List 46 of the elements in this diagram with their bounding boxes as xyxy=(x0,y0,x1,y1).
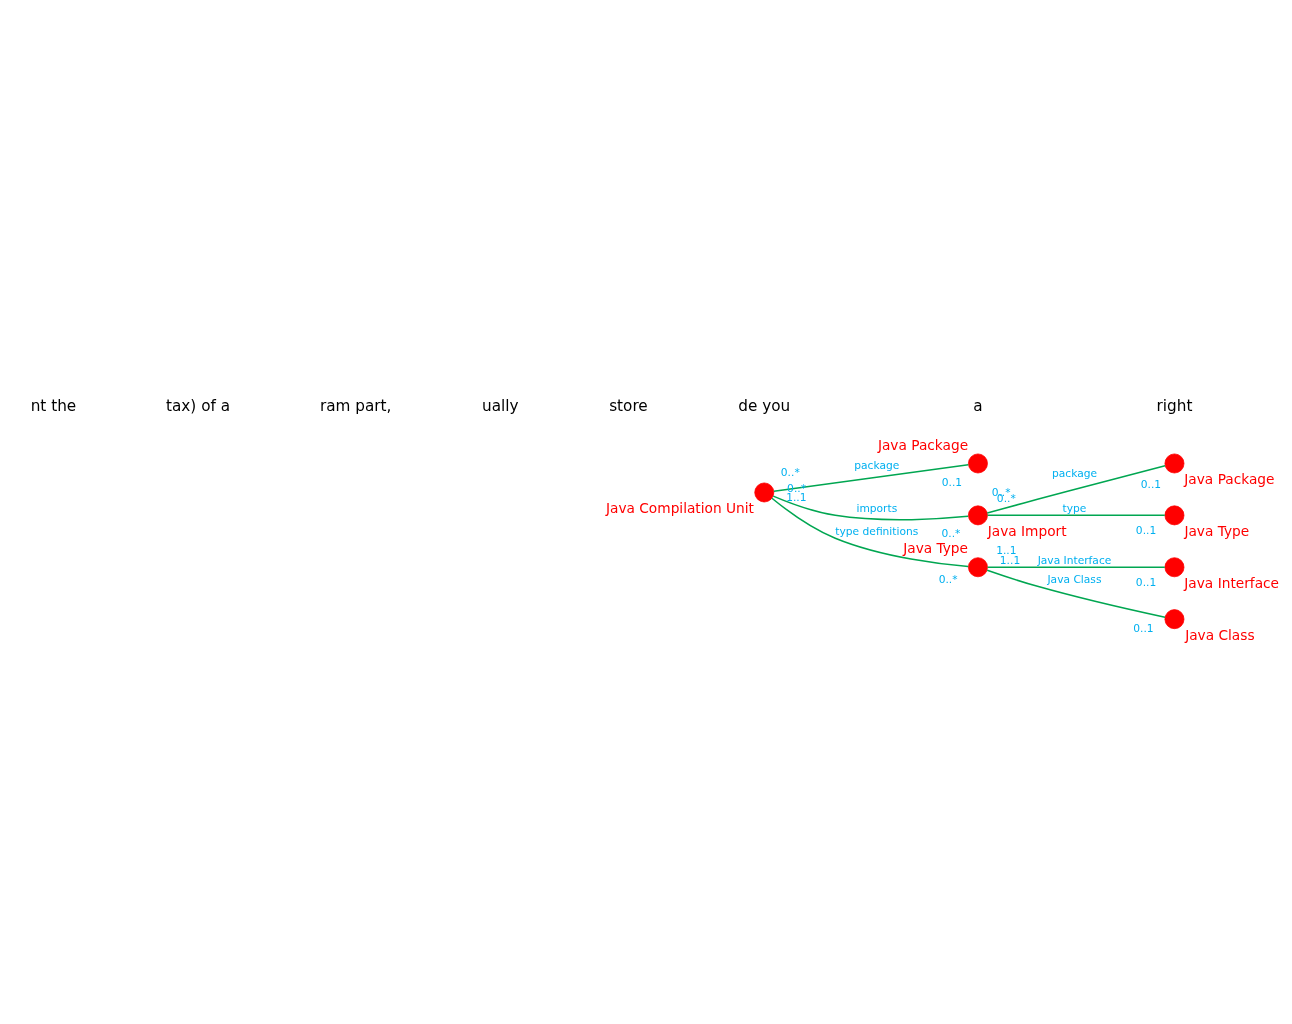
node-circle xyxy=(1164,608,1185,629)
node-label: Java Type xyxy=(903,539,969,556)
label: 0..1 xyxy=(1133,621,1154,635)
node-circle xyxy=(1164,556,1185,577)
node-circle xyxy=(1164,504,1185,525)
node-label: Java Package xyxy=(877,436,969,453)
label: tax) of a xyxy=(166,396,231,415)
node-label: Java Interface xyxy=(1184,574,1280,591)
node-circle xyxy=(1164,453,1185,473)
node-label: Java Compilation Unit xyxy=(605,499,754,516)
edge-label: package xyxy=(1051,466,1098,480)
node-label: Java Class xyxy=(1185,626,1255,643)
label: store xyxy=(609,396,648,415)
label: right xyxy=(1156,396,1193,415)
label: 0..1 xyxy=(941,475,963,489)
node-label: Java Package xyxy=(1184,470,1275,487)
label: nt the xyxy=(30,396,77,415)
connector xyxy=(773,463,970,492)
connector xyxy=(772,494,969,521)
edge-label: package xyxy=(854,458,900,472)
label: ram part, xyxy=(319,396,392,415)
label: 0..1 xyxy=(1140,477,1162,491)
connector xyxy=(986,566,1166,568)
node-circle xyxy=(968,453,988,473)
edge-label: type xyxy=(1062,501,1087,515)
node-circle xyxy=(754,482,775,502)
node-label: Java Type xyxy=(1184,522,1250,539)
label: 0..* xyxy=(780,465,800,479)
label: 0..1 xyxy=(1135,575,1157,589)
label: de you xyxy=(738,396,791,415)
edge-label: imports xyxy=(856,501,898,515)
node-circle xyxy=(968,556,988,577)
connector xyxy=(986,569,1166,618)
label: ually xyxy=(481,396,519,415)
node-label: Java Import xyxy=(987,522,1067,539)
label: 0..* xyxy=(938,572,958,586)
connector xyxy=(986,514,1166,516)
node-circle xyxy=(968,504,988,525)
edge-label: type definitions xyxy=(835,524,919,538)
connector xyxy=(986,464,1166,514)
label: a xyxy=(973,396,983,415)
label: 0..* xyxy=(941,526,961,540)
edge-label: Java Interface xyxy=(1037,553,1112,567)
label: 0..1 xyxy=(1135,523,1157,537)
connector xyxy=(771,496,969,567)
edge-label: Java Class xyxy=(1047,572,1102,586)
